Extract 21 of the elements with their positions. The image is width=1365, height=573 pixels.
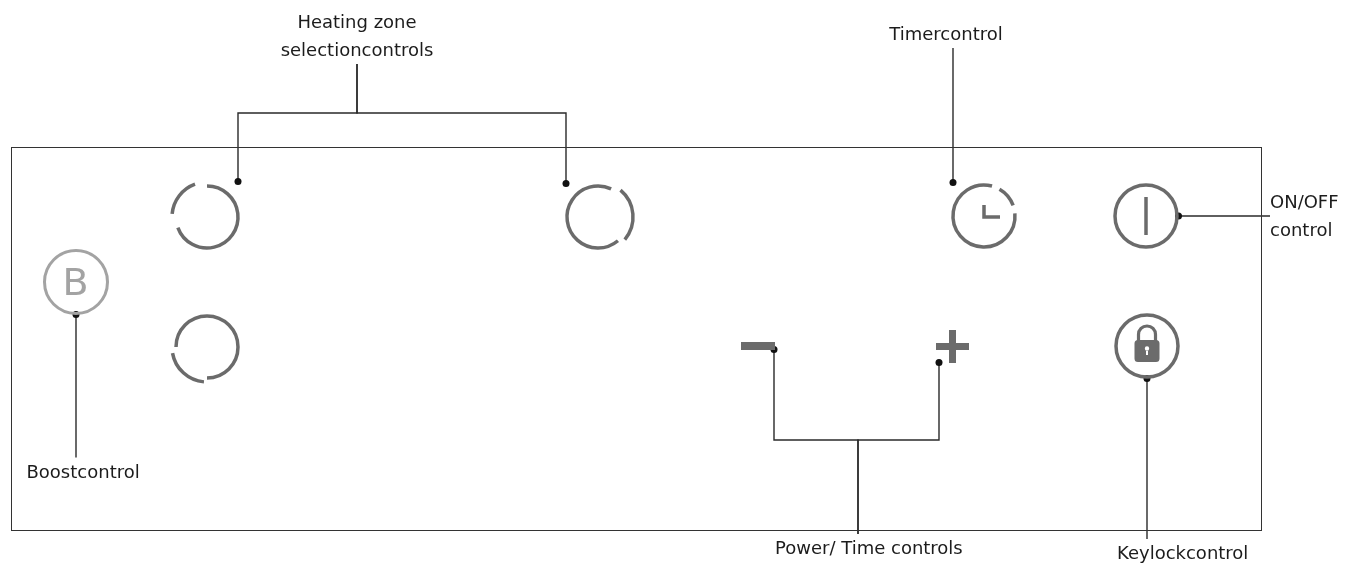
leader-line <box>356 63 570 187</box>
callout-label: Boostcontrol <box>26 457 140 486</box>
leader-line <box>857 359 943 535</box>
plus-icon <box>935 329 969 363</box>
split-ring-icon <box>169 313 240 384</box>
padlock-icon <box>1113 312 1180 379</box>
leader-line <box>72 311 80 459</box>
clock-icon <box>950 182 1017 249</box>
power-icon <box>1112 182 1179 249</box>
leader-line <box>1143 375 1151 540</box>
boost-button: B <box>42 248 109 315</box>
callout-label: Power/ Time controls <box>775 534 963 562</box>
split-ring-icon <box>564 183 635 250</box>
callout-label: Keylockcontrol <box>1117 539 1249 567</box>
leader-line <box>949 47 957 186</box>
callout-label: Timercontrol <box>889 20 1003 48</box>
callout-label: Heating zone selectioncontrols <box>280 8 434 64</box>
minus-icon <box>740 341 775 350</box>
split-ring-icon <box>169 181 240 250</box>
control-panel <box>11 147 1262 531</box>
callout-label: ON/OFF control <box>1270 188 1339 244</box>
